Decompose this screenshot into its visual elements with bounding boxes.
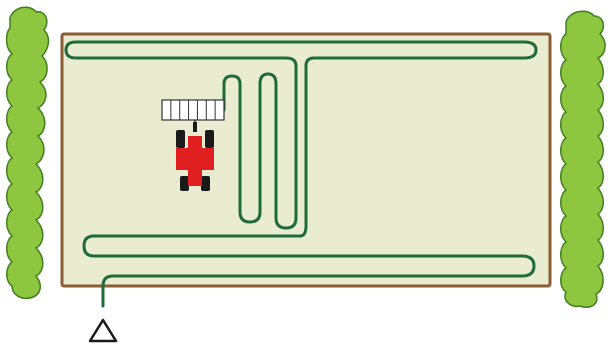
tractor-wheel [176, 130, 185, 148]
left-hedge [7, 7, 49, 298]
hedge-icon [561, 11, 605, 307]
tractor-wheel [180, 176, 189, 191]
right-hedge [561, 11, 605, 307]
hedge-icon [7, 7, 49, 298]
tractor-hitch [193, 122, 197, 132]
tractor-wheel [205, 130, 214, 148]
tractor-wheel [201, 176, 210, 191]
start-triangle-icon [90, 320, 116, 341]
seeder-implement-icon [162, 100, 224, 124]
